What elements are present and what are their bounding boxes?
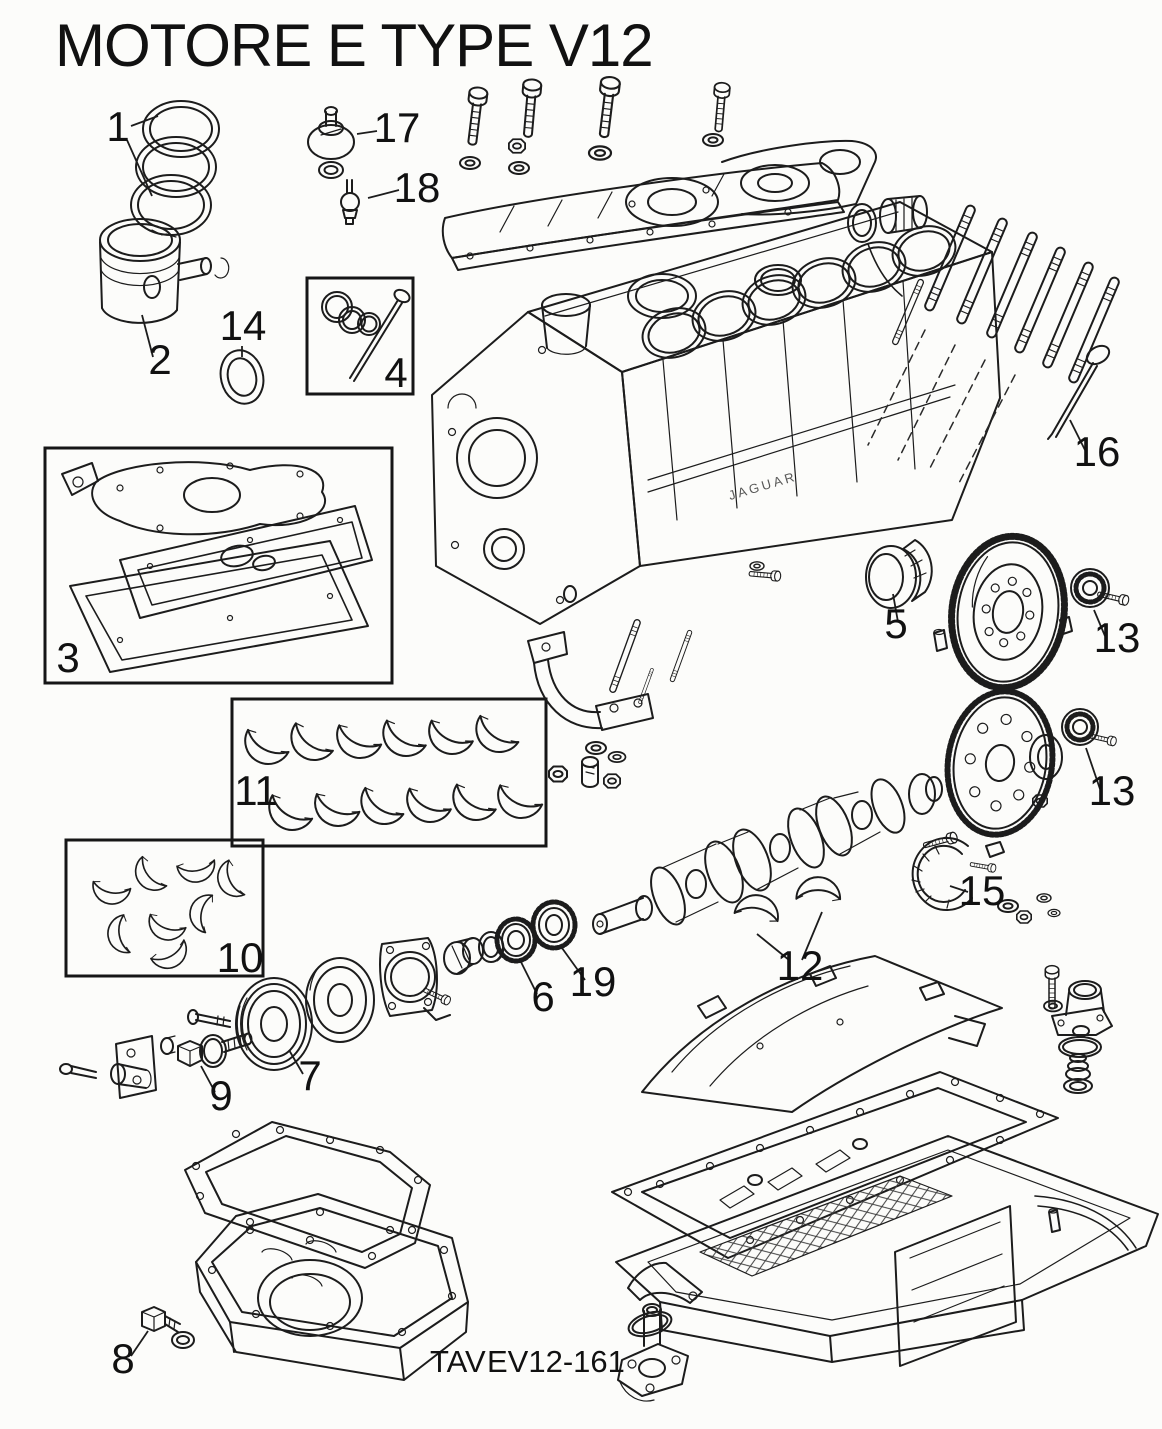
head-studs-drawing: [867, 203, 1122, 486]
callout-19: 19: [570, 958, 617, 1005]
oil-pressure-sender-drawing: [340, 179, 360, 225]
block-fastener-cluster-drawing: [548, 741, 627, 789]
oil-gallery-plug-drawing: [847, 195, 928, 297]
engine-block-drawing: [431, 201, 1001, 625]
front-seal-plate-drawing: [379, 937, 453, 1021]
callout-14: 14: [220, 302, 267, 349]
crankshaft-drawing: [592, 773, 943, 935]
inset-box-10: [64, 838, 265, 978]
plate-code: TAV EV12-161: [430, 1344, 625, 1379]
callout-9: 9: [209, 1072, 232, 1119]
callout-18: 18: [394, 164, 441, 211]
callout-13-driveplate: 13: [1089, 767, 1136, 814]
oil-pickup-drawing: [617, 1261, 703, 1402]
callout-5: 5: [884, 600, 907, 647]
engine-mount-bracket-drawing: [527, 618, 693, 731]
callout-4: 4: [384, 349, 407, 396]
rear-seal-housing-drawing: [865, 539, 933, 609]
relief-valve-drawing: [1063, 1053, 1093, 1094]
callout-10: 10: [217, 934, 264, 981]
driveplate-drawing: [944, 688, 1063, 874]
driveplate-lock-plate-drawing: [1032, 708, 1118, 808]
crank-pulley-drawing: [235, 957, 375, 1071]
inset-box-4: [305, 276, 415, 396]
gasket-set-drawing: [61, 461, 373, 673]
page-title: MOTORE E TYPE V12: [55, 12, 653, 79]
callout-12: 12: [777, 942, 824, 989]
drain-plug-drawing: [141, 1306, 195, 1349]
inset-box-11: [230, 697, 548, 848]
plate-code-label: TAV: [430, 1344, 486, 1379]
pulley-bolt-drawing: [177, 1032, 253, 1068]
callout-2: 2: [148, 336, 171, 383]
oil-pan-gasket-drawing: [184, 1121, 431, 1269]
plate-code-number: EV12-161: [487, 1344, 625, 1379]
callout-15: 15: [959, 867, 1006, 914]
flywheel-drawing: [933, 532, 1068, 692]
flywheel-lock-plate-drawing: [1059, 568, 1131, 635]
callout-3: 3: [56, 634, 79, 681]
cam-cover-drawing: [441, 139, 877, 271]
breather-cap-drawing: [307, 106, 355, 179]
callout-7: 7: [298, 1052, 321, 1099]
timing-gear-group-drawing: [443, 899, 578, 975]
callout-1: 1: [106, 103, 129, 150]
oil-pan-drawing: [195, 1193, 469, 1381]
mount-bracket-hardware-drawing: [59, 1009, 231, 1099]
callout-6: 6: [531, 973, 554, 1020]
callout-8: 8: [111, 1335, 134, 1382]
baffle-tray-drawing: [641, 955, 1003, 1113]
seal-and-rod-kit-drawing: [321, 288, 411, 382]
leader-lines: [126, 115, 1106, 1357]
callout-16: 16: [1074, 428, 1121, 475]
piston-drawing: [99, 218, 230, 324]
upper-pan-drawing: [615, 1135, 1159, 1367]
piston-rings-drawing: [130, 100, 220, 238]
oil-outlet-housing-drawing: [1043, 964, 1113, 1058]
callout-11: 11: [234, 767, 278, 814]
inset-box-3: [43, 446, 394, 685]
callout-13-flywheel: 13: [1094, 614, 1141, 661]
front-seal-drawing: [219, 349, 265, 405]
callout-17: 17: [374, 104, 421, 151]
dipstick-drawing: [1047, 344, 1111, 440]
